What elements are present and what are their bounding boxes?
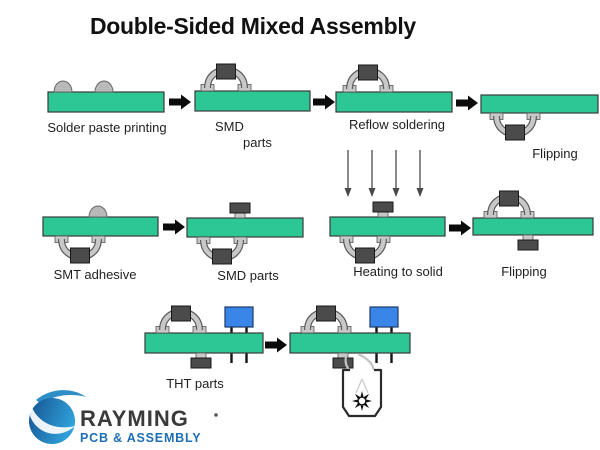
solder-wave-icon <box>357 352 376 372</box>
step-smt-adhesive: SMT adhesive <box>42 205 159 282</box>
smd-component-icon <box>484 191 534 218</box>
arrow-right-icon <box>169 94 191 110</box>
smd-component-icon <box>201 64 251 91</box>
step-label: Heating to solid <box>353 264 443 279</box>
pcb-board <box>194 90 311 112</box>
step-tht-parts: THT parts <box>144 306 264 391</box>
row-solder-paste-to-flipping: Solder paste printing SMD parts Reflow s… <box>47 64 599 161</box>
pcb-board <box>329 216 446 237</box>
pcb-board <box>472 217 594 236</box>
step-label: Flipping <box>501 264 547 279</box>
arrow-right-icon <box>163 219 185 235</box>
solder-paste-bump-icon <box>53 80 73 93</box>
pcb-board <box>335 91 453 113</box>
arrow-right-icon <box>456 95 478 111</box>
heat-arrow-down-icon <box>367 149 377 198</box>
solder-paste-bump-icon <box>94 80 114 93</box>
chip-component-flipped-icon <box>332 352 354 369</box>
logo-tagline-text: PCB & ASSEMBLY <box>80 431 201 445</box>
step-label: Flipping <box>532 146 578 161</box>
step-label-line1: SMD <box>215 119 244 134</box>
arrow-right-icon <box>313 94 335 110</box>
pcb-board <box>480 94 599 114</box>
pcb-board <box>144 332 264 354</box>
logo-swoosh-icon <box>30 405 75 434</box>
chip-component-flipped-icon <box>517 234 539 251</box>
pcb-board <box>186 217 304 238</box>
wave-soldering-pot-icon <box>341 368 383 418</box>
smd-component-flipped-icon <box>197 237 247 264</box>
step-reflow-soldering: Reflow soldering <box>335 65 453 132</box>
step-label-line2: parts <box>243 135 272 150</box>
diagram-title: Double-Sided Mixed Assembly <box>90 13 416 39</box>
solder-flame-icon <box>352 391 372 411</box>
smd-component-icon <box>156 306 206 333</box>
step-label: SMD parts <box>217 268 279 283</box>
heat-arrow-down-icon <box>391 149 401 198</box>
step-label: SMT adhesive <box>54 267 137 282</box>
heat-arrow-down-icon <box>343 149 353 198</box>
step-smd-parts-bottom: SMD parts <box>186 202 304 283</box>
chip-component-icon <box>372 201 394 218</box>
logo-brand-text: RAYMING <box>80 406 189 431</box>
smd-component-icon <box>301 306 351 333</box>
step-heating-to-solid: Heating to solid <box>329 149 446 279</box>
step-label: Reflow soldering <box>349 117 445 132</box>
row-tht-to-wave-soldering: THT parts <box>144 306 411 418</box>
logo-swoosh-tail-icon <box>36 390 86 404</box>
adhesive-bump-icon <box>88 205 108 218</box>
step-smd-parts-top: SMD parts <box>194 64 311 150</box>
step-flipping-row1: Flipping <box>480 94 599 161</box>
arrow-right-icon <box>265 337 287 353</box>
row-smt-adhesive-to-flipping: SMT adhesive SMD parts Heating to solid <box>42 149 594 283</box>
pcb-board <box>289 332 411 354</box>
chip-component-flipped-icon <box>190 352 212 369</box>
logo-swoosh-bottom-icon <box>34 437 72 447</box>
step-label: THT parts <box>166 376 224 391</box>
step-wave-soldering <box>289 306 411 418</box>
chip-component-icon <box>229 202 251 219</box>
smd-component-icon <box>343 65 393 92</box>
pcb-board <box>42 216 159 237</box>
step-label: Solder paste printing <box>47 120 166 135</box>
pcb-board <box>47 91 165 113</box>
step-solder-paste-printing: Solder paste printing <box>47 80 167 135</box>
logo-trailing-dot <box>214 413 218 417</box>
heat-arrow-down-icon <box>415 149 425 198</box>
arrow-right-icon <box>449 220 471 236</box>
rayming-logo: RAYMING PCB & ASSEMBLY <box>29 390 218 447</box>
step-flipping-row2: Flipping <box>472 191 594 279</box>
smd-component-flipped-icon <box>490 113 540 140</box>
smd-component-flipped-icon <box>55 236 105 263</box>
smd-component-flipped-icon <box>340 236 390 263</box>
